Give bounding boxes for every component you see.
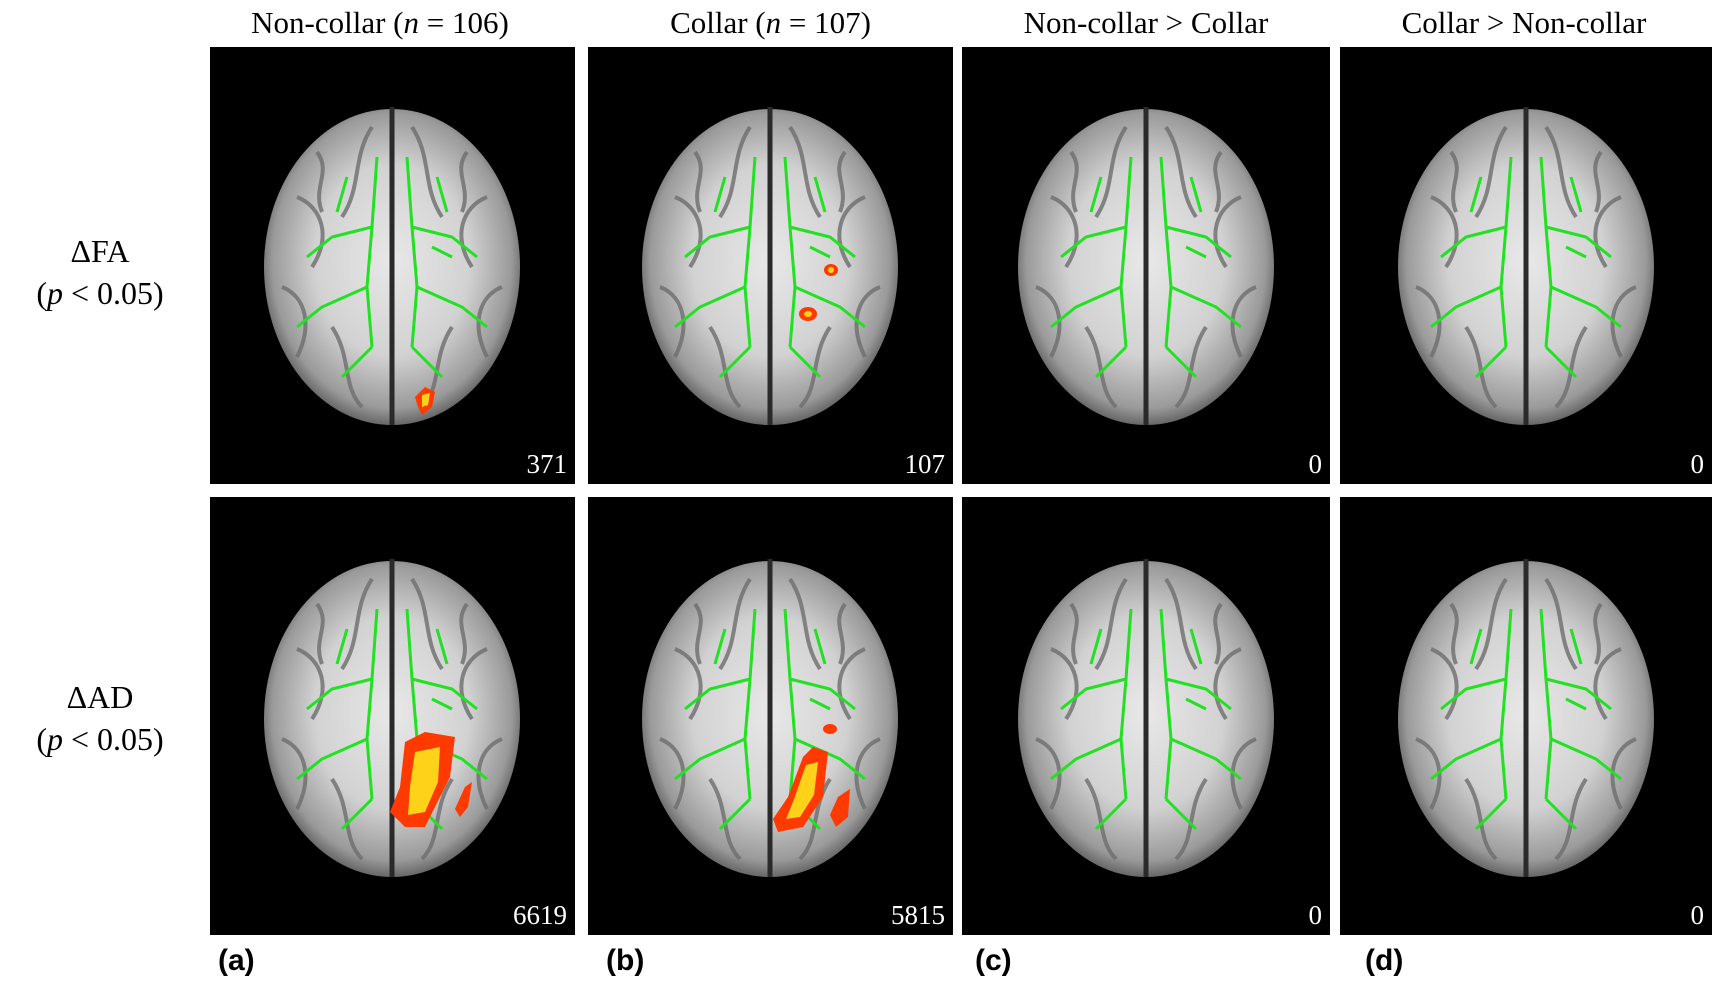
panel-letter-c: (c) xyxy=(975,944,1012,977)
significant-cluster xyxy=(390,732,472,827)
column-header-noncollar-gt-collar: Non-collar > Collar xyxy=(1023,5,1269,40)
voxel-count: 0 xyxy=(1690,449,1705,479)
row-label-ad-metric: ΔAD xyxy=(66,679,134,715)
brain-image xyxy=(210,497,575,935)
panel-ad-non-collar: 6619 xyxy=(210,497,575,935)
brain-image xyxy=(962,47,1330,484)
panel-ad-collar-gt-noncollar: 0 xyxy=(1340,497,1712,935)
row-label-fa-metric: ΔFA xyxy=(70,233,130,269)
brain-image xyxy=(1340,497,1712,935)
row-label-ad-pvalue: (p < 0.05) xyxy=(36,721,164,757)
row-label-ad: ΔAD (p < 0.05) xyxy=(0,676,200,760)
column-header-collar: Collar (n = 107) xyxy=(670,5,871,40)
panel-fa-collar: 107 xyxy=(588,47,953,484)
row-label-fa-pvalue: (p < 0.05) xyxy=(36,275,164,311)
significant-cluster xyxy=(415,387,435,415)
voxel-count: 107 xyxy=(904,449,946,479)
panel-letter-d: (d) xyxy=(1365,944,1404,977)
panel-letter-a: (a) xyxy=(218,944,255,977)
voxel-count: 0 xyxy=(1308,449,1323,479)
row-label-fa: ΔFA (p < 0.05) xyxy=(0,230,200,314)
voxel-count: 371 xyxy=(526,449,568,479)
panel-fa-collar-gt-noncollar: 0 xyxy=(1340,47,1712,484)
voxel-count: 6619 xyxy=(513,900,567,930)
column-header-collar-gt-noncollar: Collar > Non-collar xyxy=(1401,5,1647,40)
significant-cluster xyxy=(773,724,850,832)
voxel-count: 5815 xyxy=(891,900,945,930)
panel-ad-collar: 5815 xyxy=(588,497,953,935)
column-header-non-collar: Non-collar (n = 106) xyxy=(251,5,509,40)
voxel-count: 0 xyxy=(1308,900,1323,930)
significant-cluster xyxy=(799,264,838,321)
brain-image xyxy=(1340,47,1712,484)
panel-fa-noncollar-gt-collar: 0 xyxy=(962,47,1330,484)
panel-fa-non-collar: 371 xyxy=(210,47,575,484)
panel-letter-b: (b) xyxy=(606,944,645,977)
voxel-count: 0 xyxy=(1690,900,1705,930)
panel-ad-noncollar-gt-collar: 0 xyxy=(962,497,1330,935)
brain-image xyxy=(962,497,1330,935)
brain-image xyxy=(588,497,953,935)
brain-image xyxy=(210,47,575,484)
brain-image xyxy=(588,47,953,484)
